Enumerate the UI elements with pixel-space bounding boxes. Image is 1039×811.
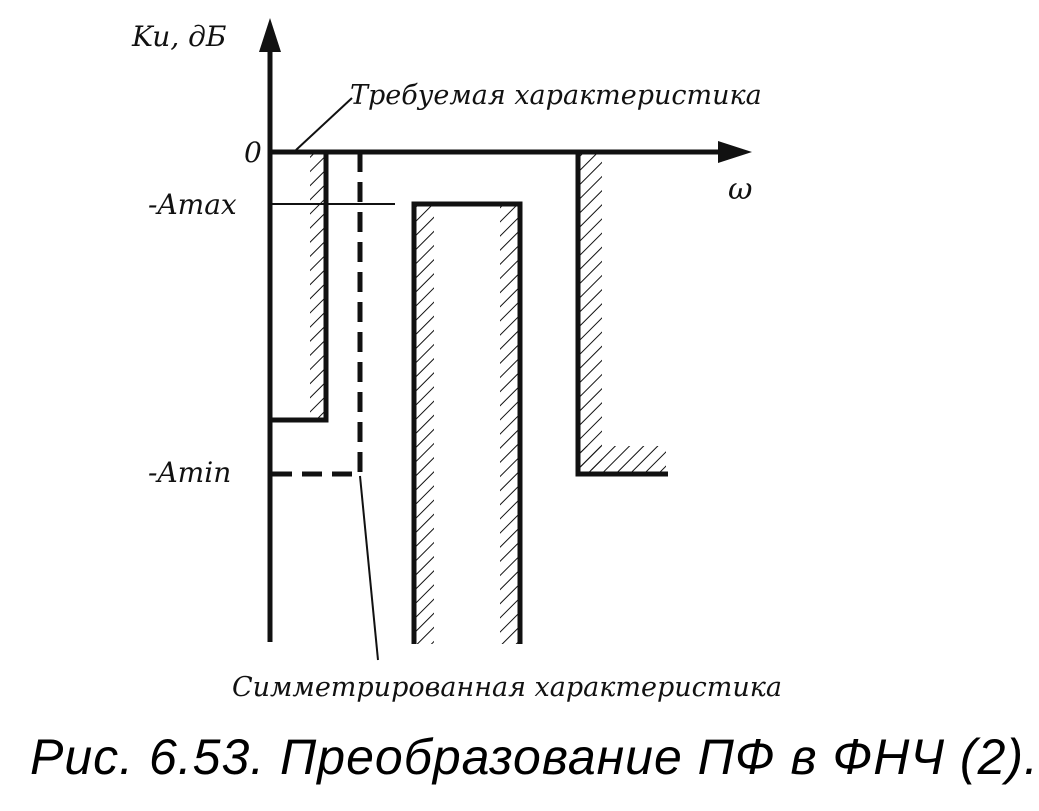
x-axis-label: ω — [728, 172, 753, 207]
hatch-band-right-wall — [580, 152, 602, 470]
required-leader — [295, 97, 353, 151]
tick-amax: -Amax — [148, 188, 237, 221]
y-axis-label: Ku, дБ — [132, 20, 227, 53]
symmetric-characteristic — [272, 152, 363, 477]
bandpass-left-wall — [411, 201, 523, 644]
bandpass-right-wall — [575, 152, 668, 477]
x-axis-arrow — [718, 141, 752, 163]
symmetric-characteristic-label: Симметрированная характеристика — [232, 672, 782, 703]
hatch-band-left — [414, 206, 434, 644]
hatch-band-right-floor — [580, 446, 666, 472]
tick-zero: 0 — [244, 136, 262, 169]
tick-amin: -Amin — [148, 456, 232, 489]
required-characteristic-label: Требуемая характеристика — [350, 80, 762, 111]
symmetric-leader — [359, 475, 379, 661]
figure-caption: Рис. 6.53. Преобразование ПФ в ФНЧ (2). — [30, 729, 1039, 785]
hatch-band-right — [500, 206, 520, 644]
bandpass-to-lowpass-diagram — [259, 18, 752, 661]
hatch-lowpass-edge — [310, 152, 326, 418]
y-axis-arrow — [259, 18, 281, 52]
lowpass-characteristic — [270, 152, 329, 423]
